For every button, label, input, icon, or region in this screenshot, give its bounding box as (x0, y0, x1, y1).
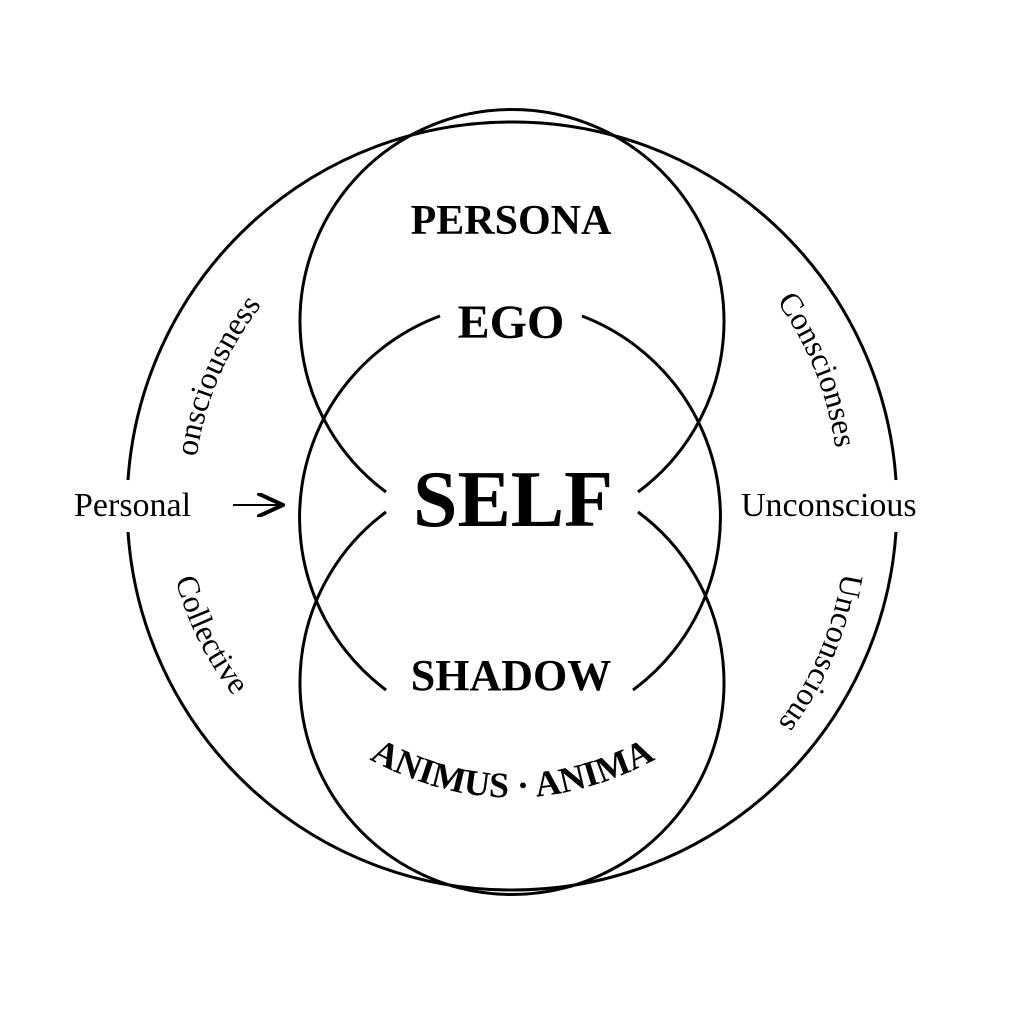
persona-circle (298, 108, 726, 494)
outer-circle-right-upper-arc (511, 120, 898, 481)
outer-circle-right-lower-arc (511, 531, 898, 892)
animus-anima-label: ANIMUS · ANIMA (365, 730, 659, 805)
outer-circle-left-lower-arc (126, 531, 513, 892)
conscionses-label: Conscionses (771, 285, 864, 450)
shadow-label: SHADOW (411, 651, 611, 700)
ego-arc-left (298, 314, 441, 692)
unconscious-arc-label: Unconscious (772, 572, 870, 741)
ego-label: EGO (458, 296, 565, 349)
ego-arc-right (581, 314, 722, 692)
collective-label: Collective (169, 571, 257, 700)
outer-circle-left-upper-arc (126, 120, 513, 481)
animus-anima-circle (298, 510, 726, 896)
onsciousness-label: onsciousness (168, 288, 267, 459)
persona-label: PERSONA (411, 198, 612, 244)
self-label: SELF (413, 456, 613, 544)
personal-label: Personal (74, 487, 191, 524)
unconscious-right-label: Unconscious (741, 487, 917, 524)
